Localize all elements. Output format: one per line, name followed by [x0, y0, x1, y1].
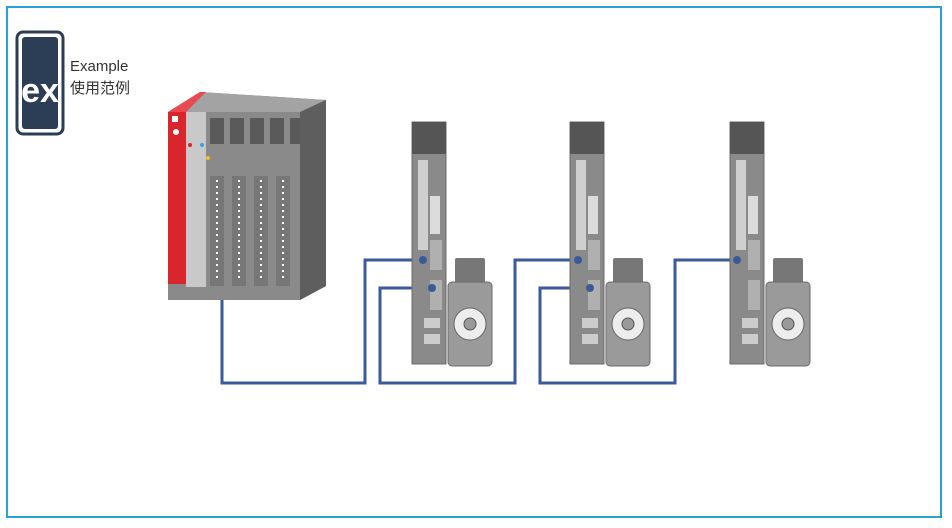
example-badge-icon: ex — [15, 30, 65, 136]
servo-drive-icon-1 — [411, 121, 447, 365]
badge-label-zh: 使用范例 — [70, 80, 131, 97]
cables — [220, 258, 737, 385]
servo-motor-icon-2 — [605, 258, 651, 367]
servo-drive-icon-3 — [729, 121, 765, 365]
badge-label-en: Example — [70, 58, 129, 75]
cable-plc-to-drive-1 — [220, 258, 423, 385]
servo-drive-icon-2 — [569, 121, 605, 365]
cable-drive-1-to-drive-2 — [378, 258, 578, 385]
servo-motor-icon-3 — [765, 258, 811, 367]
badge-logo-text: ex — [21, 72, 59, 110]
cable-drive-2-to-drive-3 — [538, 258, 737, 385]
badge-label: Example 使用范例 — [70, 56, 130, 100]
plc-rack-icon — [168, 92, 326, 300]
servo-motor-icon-1 — [447, 258, 493, 367]
diagram-frame — [6, 6, 942, 518]
